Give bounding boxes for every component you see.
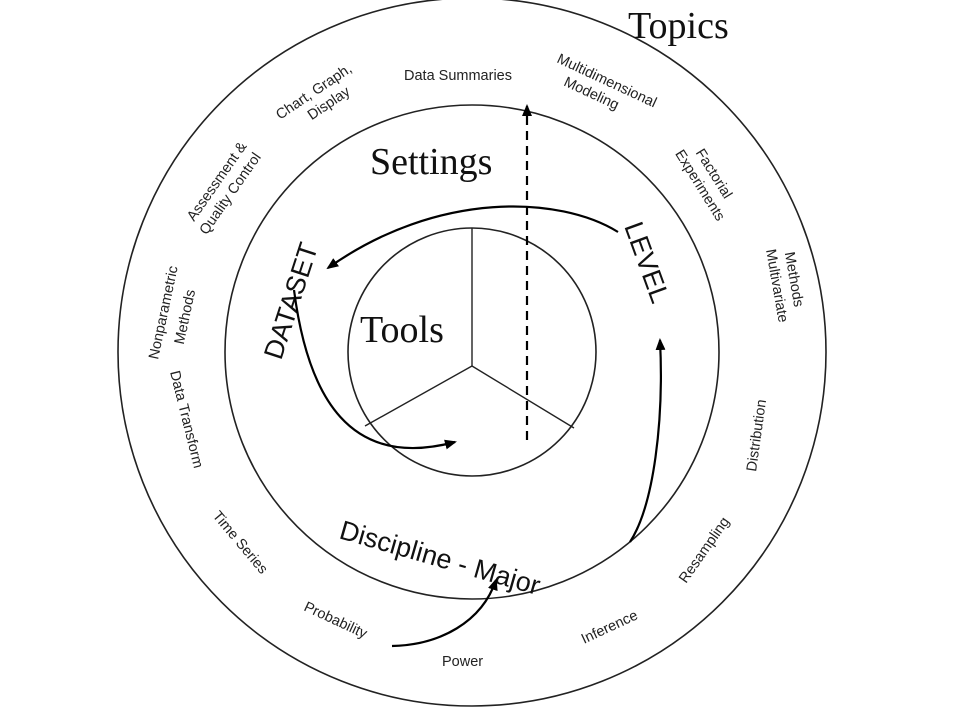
- topic-nonparametric-line2: Methods: [172, 288, 199, 346]
- arrow-discipline-to-level: [629, 338, 666, 543]
- topic-inference: Inference: [579, 608, 641, 648]
- topic-nonparametric-line1: Nonparametric: [146, 264, 181, 360]
- topic-data-transform: Data Transform: [166, 369, 206, 470]
- middle-ring-settings: [224, 104, 720, 600]
- tools-divider-left: [364, 365, 473, 427]
- outer-ring-topics: [117, 0, 827, 707]
- tools-divider-right: [471, 365, 575, 429]
- topic-assessment-quality-control: Assessment & Quality Control: [184, 139, 265, 238]
- topics-title: Topics: [628, 5, 729, 47]
- arrow-dataset-to-tools: [292, 289, 457, 450]
- arrow-probability-to-discipline: [391, 578, 498, 648]
- topic-nonparametric-methods: Nonparametric Methods: [146, 264, 199, 360]
- topic-multivariate-methods: Multivariate Methods: [762, 248, 806, 324]
- topic-factorial-experiments: Factorial Experiments: [671, 146, 735, 224]
- topic-resampling: Resampling: [676, 514, 733, 586]
- topic-probability: Probability: [301, 599, 370, 642]
- setting-discipline: Discipline - Major: [336, 515, 543, 601]
- topic-multidimensional-modeling: Multidimensional Modeling: [554, 51, 659, 113]
- topic-data-summaries: Data Summaries: [404, 68, 512, 84]
- setting-discipline-label: Discipline - Major: [336, 515, 543, 601]
- settings-title: Settings: [370, 141, 492, 183]
- topic-distribution: Distribution: [744, 399, 770, 473]
- topic-power: Power: [442, 654, 483, 670]
- topic-chart-graph-display: Chart, Graph, Display: [273, 61, 355, 124]
- topic-time-series: Time Series: [209, 508, 271, 577]
- tools-title: Tools: [360, 309, 444, 351]
- setting-dataset: DATASET: [258, 239, 324, 363]
- arrow-level-to-dataset: [326, 205, 619, 270]
- setting-level: LEVEL: [618, 218, 675, 307]
